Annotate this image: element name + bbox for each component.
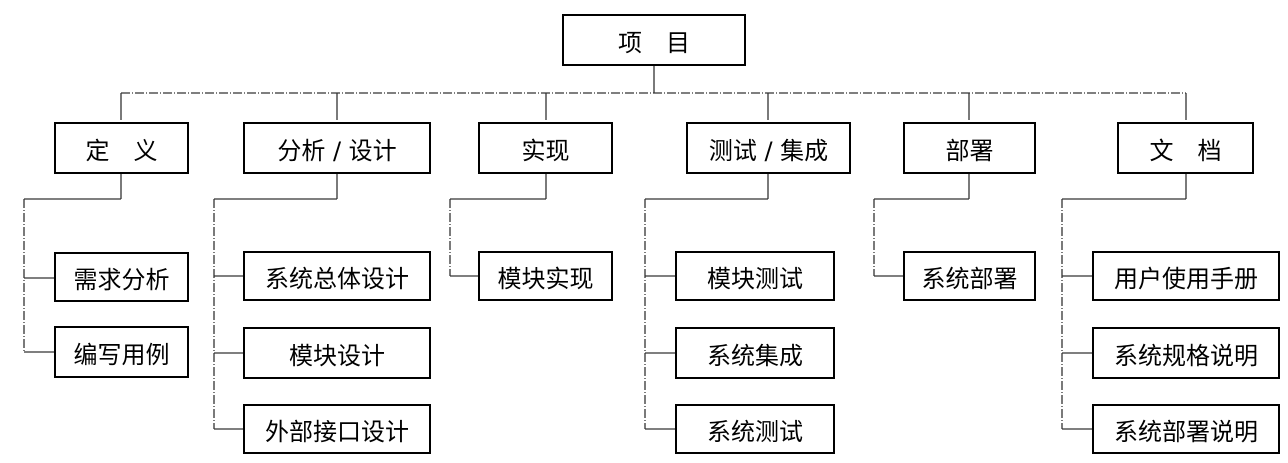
phase-node-documentation: 文 档 [1117,122,1254,174]
phase-node-definition: 定 义 [54,122,189,174]
phase-node-analysis-design: 分析 / 设计 [243,122,431,174]
task-node: 用户使用手册 [1092,251,1280,301]
task-node: 系统规格说明 [1092,327,1280,379]
task-node: 系统部署说明 [1092,404,1280,454]
task-node: 编写用例 [54,326,189,378]
phase-node-test-integration: 测试 / 集成 [686,122,851,174]
task-node: 系统部署 [903,251,1036,301]
task-node: 外部接口设计 [243,404,431,454]
phase-node-implementation: 实现 [478,122,613,174]
root-node: 项 目 [562,14,746,66]
task-node: 系统集成 [675,327,835,379]
task-node: 需求分析 [54,252,189,302]
task-node: 模块实现 [478,251,613,301]
task-node: 模块设计 [243,327,431,379]
task-node: 模块测试 [675,251,835,301]
task-node: 系统总体设计 [243,251,431,301]
phase-node-deployment: 部署 [903,122,1036,174]
task-node: 系统测试 [675,404,835,454]
